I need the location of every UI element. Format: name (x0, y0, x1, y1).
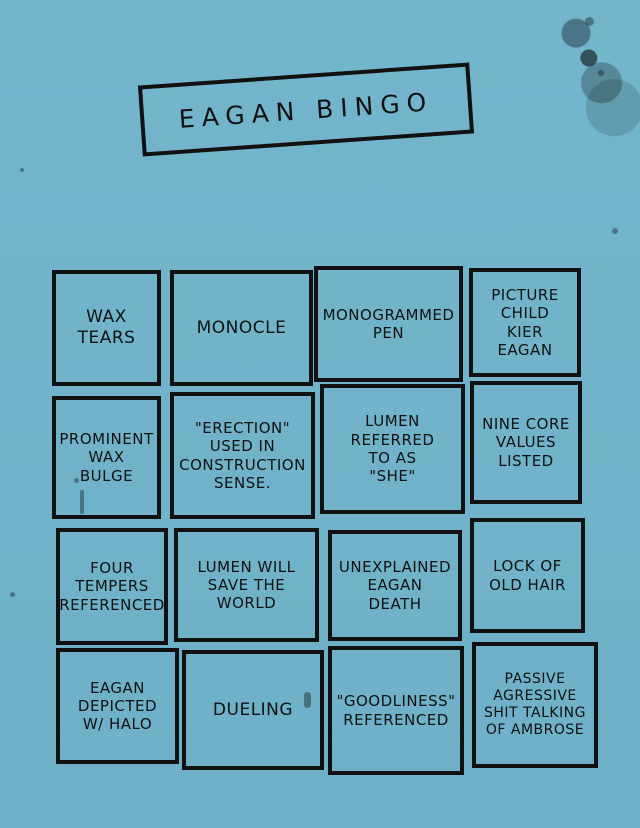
bingo-cell-label: PROMINENT WAX BULGE (59, 430, 154, 485)
bingo-cell-label: UNEXPLAINED EAGAN DEATH (338, 558, 452, 613)
ink-speck (304, 692, 311, 708)
bingo-cell-label: WAX TEARS (77, 307, 136, 348)
bingo-cell-2: MONOCLE (170, 270, 313, 386)
ink-speck (585, 17, 594, 26)
ink-speck (20, 168, 24, 172)
bingo-cell-label: "ERECTION" USED IN CONSTRUCTION SENSE. (179, 418, 306, 492)
bingo-cell-11: UNEXPLAINED EAGAN DEATH (328, 530, 462, 641)
title-box: EAGAN BINGO (137, 62, 475, 157)
bingo-cell-label: MONOGRAMMED PEN (322, 305, 455, 342)
bingo-cell-label: DUELING (212, 699, 294, 720)
bingo-cell-1: WAX TEARS (52, 270, 161, 386)
bingo-cell-14: DUELING (182, 650, 324, 770)
bingo-cell-15: "GOODLINESS" REFERENCED (328, 646, 464, 775)
bingo-cell-label: NINE CORE VALUES LISTED (482, 415, 570, 470)
bingo-cell-16: PASSIVE AGRESSIVE SHIT TALKING OF AMBROS… (472, 642, 598, 768)
bingo-cell-5: PROMINENT WAX BULGE (52, 396, 161, 519)
bingo-cell-10: LUMEN WILL SAVE THE WORLD (174, 528, 319, 642)
bingo-cell-label: PICTURE CHILD KIER EAGAN (491, 285, 559, 359)
bingo-cell-6: "ERECTION" USED IN CONSTRUCTION SENSE. (170, 392, 315, 519)
bingo-cell-label: PASSIVE AGRESSIVE SHIT TALKING OF AMBROS… (483, 670, 587, 739)
bingo-cell-9: FOUR TEMPERS REFERENCED (56, 528, 168, 645)
ink-speck (80, 490, 84, 514)
bingo-cell-13: EAGAN DEPICTED W/ HALO (56, 648, 179, 764)
bingo-cell-label: LUMEN REFERRED TO AS "SHE" (350, 412, 435, 486)
ink-speck (612, 228, 618, 234)
bingo-cell-4: PICTURE CHILD KIER EAGAN (469, 268, 581, 377)
ink-speck (10, 592, 15, 597)
bingo-cell-label: LOCK OF OLD HAIR (489, 557, 566, 594)
ink-speck (74, 478, 79, 483)
bingo-cell-7: LUMEN REFERRED TO AS "SHE" (320, 384, 465, 514)
bingo-cell-label: EAGAN DEPICTED W/ HALO (77, 678, 158, 734)
page-title: EAGAN BINGO (177, 87, 435, 134)
ink-speck (598, 70, 604, 76)
bingo-cell-3: MONOGRAMMED PEN (314, 266, 463, 382)
bingo-cell-label: LUMEN WILL SAVE THE WORLD (197, 557, 296, 613)
bingo-cell-8: NINE CORE VALUES LISTED (470, 381, 582, 504)
bingo-cell-label: MONOCLE (196, 317, 287, 338)
bingo-cell-12: LOCK OF OLD HAIR (470, 518, 585, 633)
bingo-cell-label: FOUR TEMPERS REFERENCED (59, 559, 165, 614)
bingo-cell-label: "GOODLINESS" REFERENCED (336, 692, 456, 729)
